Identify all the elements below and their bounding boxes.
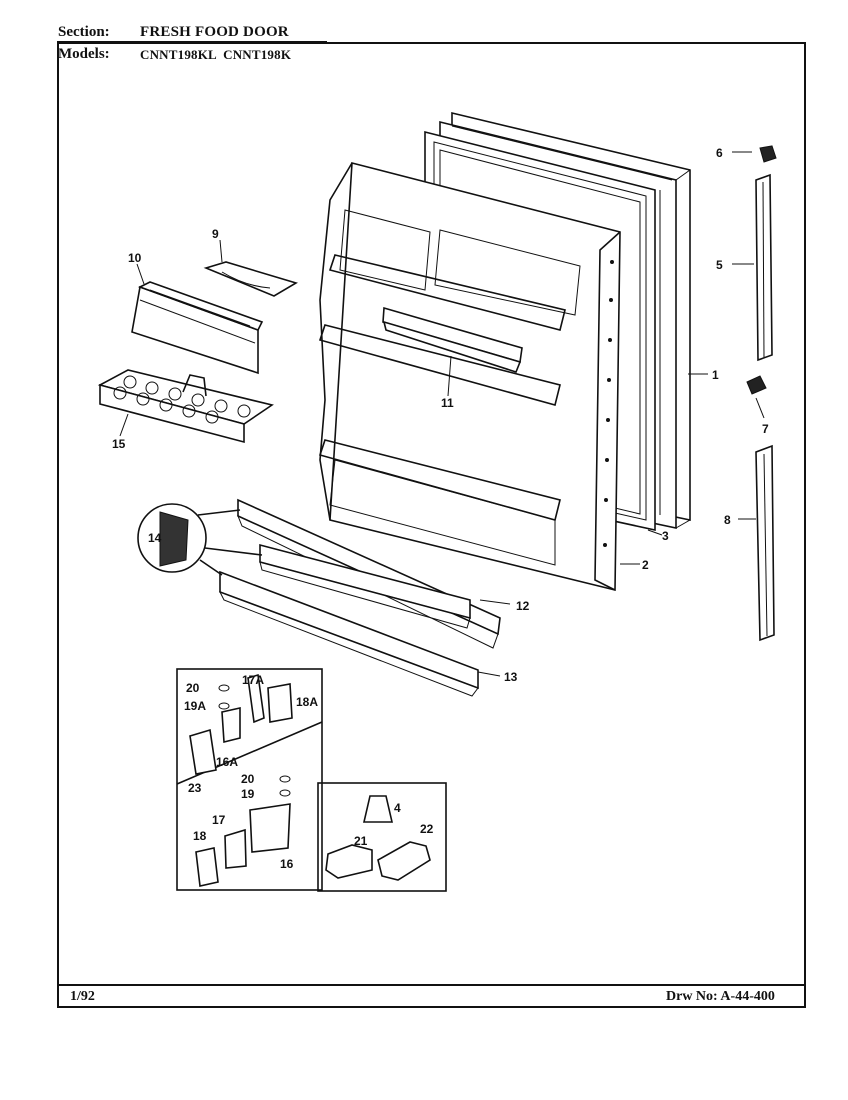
part-8-lower-handle — [755, 444, 775, 642]
part-2-inner-liner — [318, 161, 621, 592]
part-11-shelf-retainer — [382, 306, 523, 373]
part-15-egg-tray — [97, 369, 274, 444]
callout-3: 3 — [662, 529, 669, 543]
callout-9: 9 — [212, 227, 219, 241]
callout-11: 11 — [441, 396, 454, 410]
part-14-detail-view — [137, 503, 263, 576]
section-underline — [57, 41, 327, 42]
part-13-lower-bar — [218, 570, 479, 697]
callout-7: 7 — [762, 422, 769, 436]
callout-21: 21 — [354, 834, 368, 848]
callout-4: 4 — [394, 801, 401, 815]
callout-16a: 16A — [216, 755, 238, 769]
callout-22: 22 — [420, 822, 434, 836]
callout-5: 5 — [716, 258, 723, 272]
callout-1: 1 — [712, 368, 719, 382]
section-title: FRESH FOOD DOOR — [140, 24, 289, 40]
part-7-clip — [746, 375, 767, 395]
callout-6: 6 — [716, 146, 723, 160]
callout-17a: 17A — [242, 673, 264, 687]
callout-19a: 19A — [184, 699, 206, 713]
callout-20-lower: 20 — [241, 772, 255, 786]
callout-18a: 18A — [296, 695, 318, 709]
models-list: CNNT198KL CNNT198K — [140, 47, 292, 62]
callout-15: 15 — [112, 437, 126, 451]
part-5-upper-handle — [755, 173, 773, 362]
callout-12: 12 — [516, 599, 530, 613]
models-label: Models: — [58, 46, 110, 62]
callout-13: 13 — [504, 670, 518, 684]
callout-2: 2 — [642, 558, 649, 572]
leader-lines — [119, 151, 765, 677]
part-10-dairy-compartment — [131, 281, 264, 375]
callout-17: 17 — [212, 813, 226, 827]
footer-divider — [57, 984, 806, 986]
part-6-clip — [759, 145, 777, 163]
callout-20-upper: 20 — [186, 681, 200, 695]
callout-19: 19 — [241, 787, 255, 801]
part-9-door-cap — [203, 261, 298, 297]
callout-16: 16 — [280, 857, 294, 871]
callout-14: 14 — [148, 531, 162, 545]
callout-8: 8 — [724, 513, 731, 527]
drawing-date: 1/92 — [70, 989, 95, 1004]
drawing-number: Drw No: A-44-400 — [666, 989, 775, 1004]
callout-10: 10 — [128, 251, 142, 265]
hinge-detail-box — [176, 668, 447, 892]
drawing-frame — [57, 42, 806, 1008]
callout-23: 23 — [188, 781, 202, 795]
section-label: Section: — [58, 24, 110, 40]
callout-18: 18 — [193, 829, 207, 843]
